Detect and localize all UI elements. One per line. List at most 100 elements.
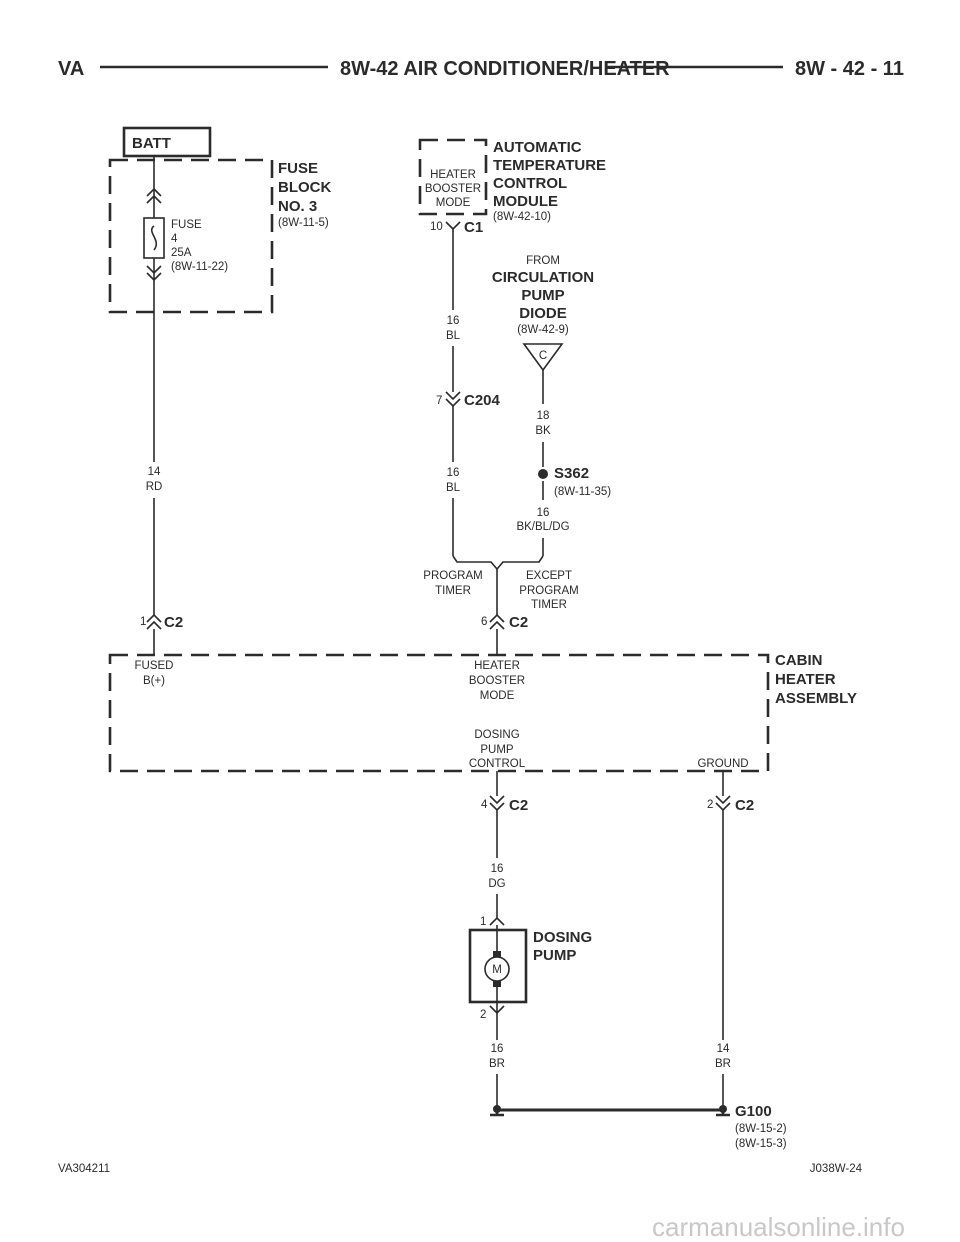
fuse-label: FUSE [171,219,202,231]
wire-dg-color: DG [488,878,505,890]
c2-pin2-name: C2 [735,797,754,814]
dosing-pump-box [468,928,528,1004]
atc-title-2: TEMPERATURE [493,157,606,174]
pump-title-1: DOSING [533,929,592,946]
atc-title-3: CONTROL [493,175,567,192]
atc-pin: 10 [430,221,443,233]
wire-br16-gauge: 16 [491,1043,504,1055]
c2-pin6-number: 6 [481,616,487,628]
fuse-connector-top [146,187,162,204]
batt-label: BATT [132,135,171,152]
s362-splice [538,469,548,479]
c2-pin4-connector [489,795,505,812]
c204-name: C204 [464,392,501,409]
pump-pin2: 2 [480,1009,486,1021]
ground-right-dot [719,1105,727,1113]
fuse-block-title-3: NO. 3 [278,198,317,215]
c204-pin: 7 [436,395,442,407]
c2-pin1-connector [146,613,162,630]
circ-terminal: C [539,350,547,362]
g100-name: G100 [735,1103,772,1120]
fuse-ref: (8W-11-22) [171,261,228,273]
fuse-connector-bottom [146,265,162,282]
pump-brush-top [493,951,501,957]
c204-connector [445,391,461,408]
fuse-block-ref: (8W-11-5) [278,217,329,229]
c2-pin1-number: 1 [140,616,146,628]
cabin-dosing-3: CONTROL [469,758,526,770]
watermark: carmanualsonline.info [652,1212,905,1242]
pump-pin1-connector [489,916,505,926]
wire-bl2-gauge: 16 [447,467,460,479]
cabin-dosing-2: PUMP [480,744,514,756]
atc-connector: C1 [464,219,483,236]
option-left-1: PROGRAM [423,570,482,582]
option-right-2: PROGRAM [519,585,578,597]
wire-rd-gauge: 14 [148,466,161,478]
circ-from: FROM [526,255,560,267]
circ-title-3: DIODE [519,305,567,322]
circ-terminal-triangle [522,343,564,372]
wire-br16-color: BR [489,1058,505,1070]
g100-ref-2: (8W-15-3) [735,1138,787,1150]
pump-title-2: PUMP [533,947,576,964]
circ-title-1: CIRCULATION [492,269,594,286]
wire-br14-color: BR [715,1058,731,1070]
fuse-number: 4 [171,233,178,245]
circ-title-2: PUMP [521,287,564,304]
footer-right: J038W-24 [810,1163,863,1175]
cabin-fused-1: FUSED [135,660,174,672]
atc-ref: (8W-42-10) [493,211,551,223]
cabin-title-1: CABIN [775,652,823,669]
c2-pin6-name: C2 [509,614,528,631]
c2-pin4-number: 4 [481,799,488,811]
wire-bl2-color: BL [446,482,461,494]
cabin-dosing-1: DOSING [474,729,519,741]
wire-dg-gauge: 16 [491,863,504,875]
c2-pin4-name: C2 [509,797,528,814]
cabin-fused-2: B(+) [143,675,165,687]
wire-bk-gauge: 18 [537,410,550,422]
cabin-heater-3: MODE [480,690,515,702]
wire-bk-color: BK [535,425,551,437]
fuse-rating: 25A [171,247,192,259]
cabin-title-2: HEATER [775,671,836,688]
s362-ref: (8W-11-35) [554,486,611,498]
footer-left: VA304211 [58,1163,110,1175]
header-left: VA [58,58,84,80]
header-page: 8W - 42 - 11 [795,58,904,80]
c2-pin6-connector [489,613,505,630]
g100-ref-1: (8W-15-2) [735,1123,787,1135]
atc-title-1: AUTOMATIC [493,139,582,156]
wire-bkbldg-color: BK/BL/DG [516,521,569,533]
fuse-block-title-2: BLOCK [278,179,331,196]
batt-box [122,126,212,158]
circ-ref: (8W-42-9) [517,324,569,336]
wire-bl1-gauge: 16 [447,315,460,327]
cabin-heater-2: BOOSTER [469,675,525,687]
option-left-2: TIMER [435,585,471,597]
header-title: 8W-42 AIR CONDITIONER/HEATER [340,58,670,80]
pump-pin1: 1 [480,916,486,928]
cabin-title-3: ASSEMBLY [775,690,857,707]
cabin-ground: GROUND [697,758,748,770]
c2-pin1-name: C2 [164,614,183,631]
s362-name: S362 [554,465,589,482]
c2-pin2-connector [715,795,731,812]
atc-inner-1: HEATER [430,169,476,181]
motor-label: M [492,964,502,976]
ground-left-dot [493,1105,501,1113]
option-right-3: TIMER [531,599,567,611]
cabin-heater-1: HEATER [474,660,520,672]
atc-inner-2: BOOSTER [425,183,481,195]
atc-c1-connector [445,221,461,231]
wire-br14-gauge: 14 [717,1043,730,1055]
wire-rd-color: RD [146,481,163,493]
fuse-block-title-1: FUSE [278,160,318,177]
fuse-element [150,225,158,251]
atc-title-4: MODULE [493,193,558,210]
cabin-heater-outline [108,653,770,773]
c2-pin2-number: 2 [707,799,713,811]
fuse-block-outline [108,158,274,314]
